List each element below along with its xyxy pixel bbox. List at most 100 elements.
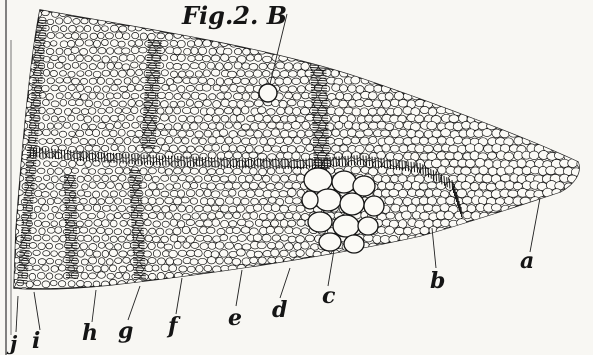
- hatch-stroke: [150, 155, 151, 165]
- cell: [453, 62, 463, 70]
- cell: [110, 191, 117, 197]
- cell: [115, 167, 123, 174]
- cell: [433, 234, 443, 241]
- cell: [479, 47, 489, 56]
- cell: [373, 280, 383, 287]
- cell: [292, 78, 301, 85]
- cell: [501, 39, 511, 48]
- cell: [305, 25, 313, 32]
- cell: [92, 145, 100, 151]
- cell: [253, 234, 262, 242]
- cell: [200, 123, 209, 130]
- cell: [217, 228, 225, 234]
- cell: [425, 189, 433, 197]
- hatch-stroke: [310, 63, 326, 64]
- hatch-stroke: [114, 153, 115, 163]
- cell: [43, 235, 51, 241]
- cell: [521, 17, 530, 26]
- cell: [30, 18, 37, 24]
- cell: [292, 47, 300, 55]
- hatch-stroke: [172, 156, 173, 166]
- cell: [462, 107, 471, 115]
- cell: [12, 168, 20, 174]
- cell: [504, 46, 514, 55]
- cell: [450, 84, 459, 92]
- cell: [542, 25, 553, 34]
- cell: [47, 123, 53, 129]
- cell: [499, 114, 508, 122]
- cell: [309, 153, 318, 160]
- cell: [288, 220, 296, 227]
- cell: [224, 108, 232, 114]
- cell: [183, 258, 191, 264]
- leader-line: [92, 290, 96, 322]
- cell: [506, 77, 515, 85]
- cell: [403, 181, 412, 190]
- cell: [246, 160, 254, 167]
- cell: [196, 189, 203, 196]
- cell: [339, 40, 347, 47]
- cell: [420, 256, 430, 264]
- cell: [89, 64, 96, 70]
- cell: [525, 204, 535, 213]
- cell: [504, 197, 513, 205]
- cell: [334, 286, 343, 294]
- cell: [420, 212, 430, 220]
- cell: [395, 227, 405, 234]
- cell: [496, 181, 506, 190]
- cell: [378, 76, 386, 84]
- cell: [394, 137, 404, 144]
- cell: [145, 235, 152, 242]
- cell: [580, 167, 589, 175]
- cell: [525, 54, 535, 62]
- hatch-stroke: [408, 161, 409, 171]
- cell: [169, 145, 177, 152]
- cell: [492, 250, 502, 259]
- cell: [111, 40, 119, 47]
- cell: [573, 241, 584, 249]
- cell: [200, 213, 208, 220]
- hatch-stroke: [264, 159, 265, 169]
- cell: [135, 130, 143, 137]
- cell: [564, 258, 573, 266]
- hatch-stroke: [199, 157, 200, 167]
- cell: [488, 243, 498, 251]
- cell: [394, 32, 403, 40]
- cell: [165, 124, 172, 130]
- cell: [64, 122, 71, 128]
- cell: [568, 219, 577, 228]
- cell: [174, 168, 182, 174]
- cell: [64, 17, 72, 24]
- cell: [378, 18, 386, 25]
- cell: [195, 101, 203, 108]
- cell: [149, 228, 156, 234]
- cell: [76, 204, 84, 211]
- hatch-stroke: [366, 156, 367, 166]
- cell: [56, 213, 63, 219]
- cell: [188, 56, 196, 62]
- cell: [425, 249, 434, 257]
- cell: [187, 281, 196, 288]
- cell: [116, 183, 123, 190]
- cell: [399, 55, 408, 62]
- hatch-stroke: [178, 156, 179, 166]
- cell: [50, 41, 57, 46]
- cell: [340, 54, 348, 61]
- cell: [382, 280, 391, 288]
- cell: [230, 236, 238, 243]
- cell: [495, 17, 505, 26]
- cell: [356, 39, 366, 47]
- hatch-stroke: [279, 159, 280, 169]
- cell: [52, 207, 59, 213]
- cell: [221, 159, 229, 166]
- cell: [187, 41, 194, 47]
- cell: [82, 184, 89, 190]
- cell: [71, 168, 78, 173]
- cell: [233, 108, 241, 116]
- cell: [271, 265, 279, 272]
- cell: [445, 287, 454, 294]
- cell: [195, 71, 202, 77]
- cell: [382, 100, 391, 108]
- cell: [501, 9, 510, 17]
- cell: [445, 31, 454, 39]
